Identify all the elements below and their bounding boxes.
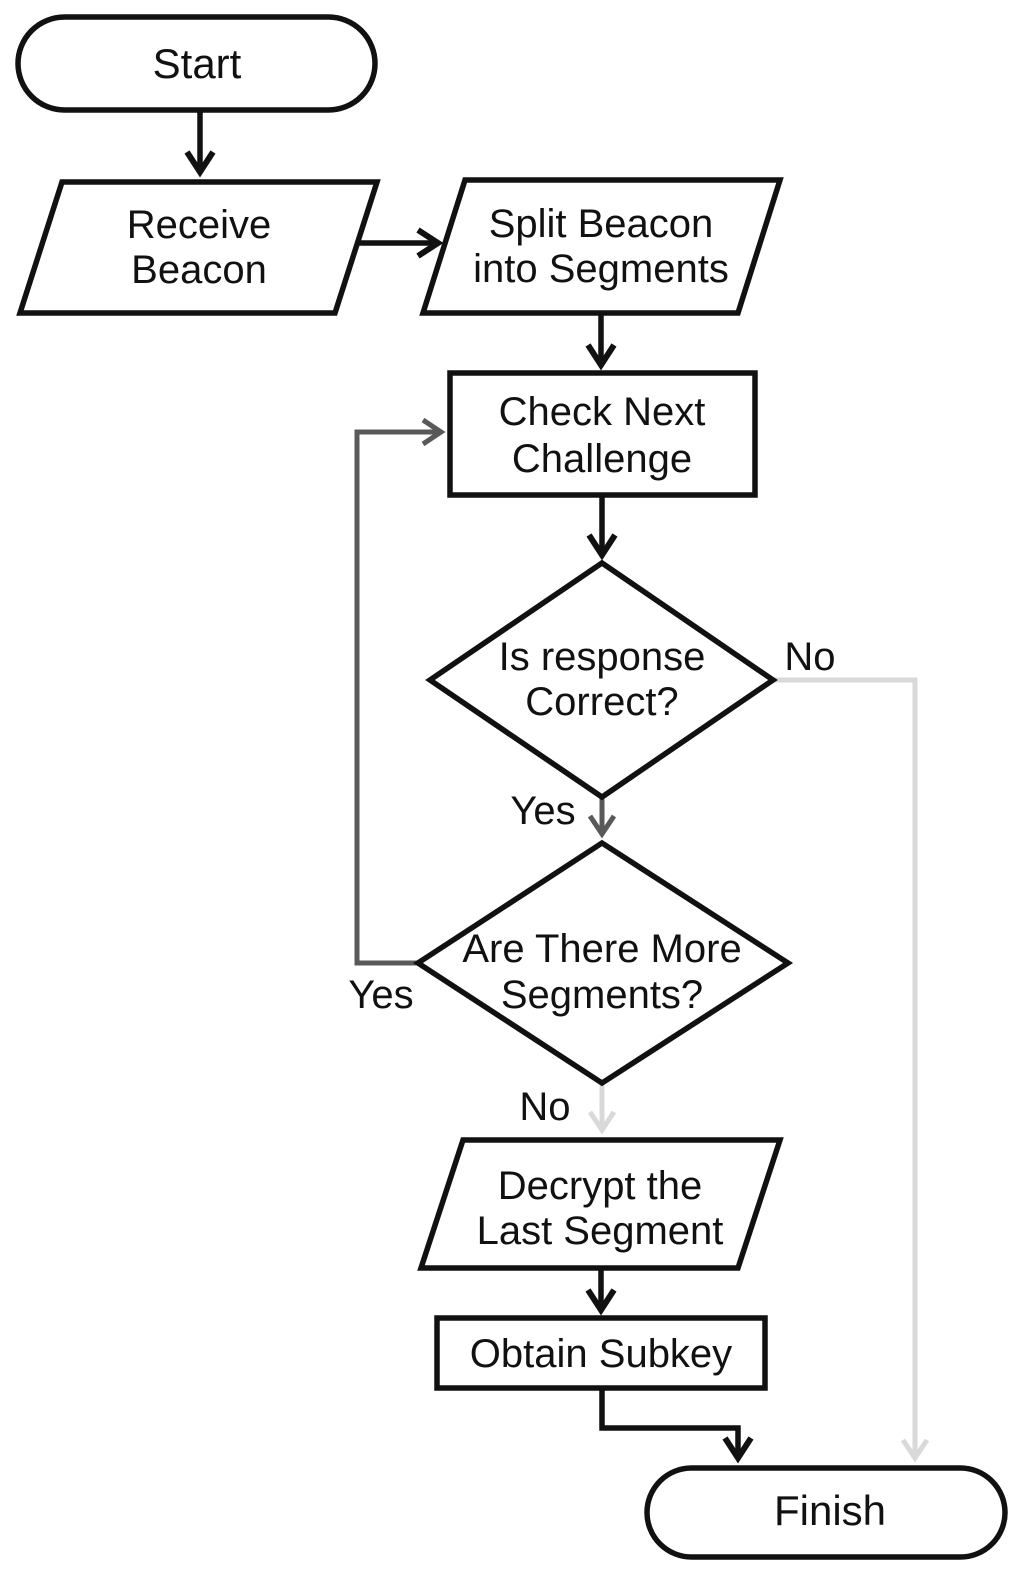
split-beacon-parallelogram xyxy=(419,177,784,316)
node-finish: Finish xyxy=(644,1465,1008,1560)
edge-label-correct-yes: Yes xyxy=(510,789,575,833)
are-there-more-segments-diamond xyxy=(412,839,794,1087)
decrypt-last-segment-parallelogram xyxy=(417,1137,784,1271)
is-response-correct-label-line2: Correct? xyxy=(525,680,678,724)
split-beacon-label-line1: Split Beacon xyxy=(489,202,714,246)
start-label: Start xyxy=(153,40,242,87)
check-next-challenge-label-line2: Challenge xyxy=(512,437,692,481)
edge-label-correct-no: No xyxy=(784,635,835,679)
edge-correct-no-to-finish xyxy=(773,677,930,1463)
receive-beacon-label-line2: Beacon xyxy=(131,248,267,292)
are-there-more-segments-label-line2: Segments? xyxy=(501,973,703,1017)
obtain-subkey-rect xyxy=(434,1315,768,1391)
node-obtain-subkey: Obtain Subkey xyxy=(434,1315,768,1391)
node-is-response-correct: Is response Correct? xyxy=(425,559,778,801)
obtain-subkey-label: Obtain Subkey xyxy=(470,1332,732,1376)
node-split-beacon: Split Beacon into Segments xyxy=(419,177,784,316)
decrypt-last-segment-label-line1: Decrypt the xyxy=(498,1164,703,1208)
are-there-more-segments-label-line1: Are There More xyxy=(462,927,741,971)
node-are-there-more-segments: Are There More Segments? xyxy=(412,839,794,1087)
edge-more-yes-loop-to-check xyxy=(354,417,446,966)
check-next-challenge-label-line1: Check Next xyxy=(499,390,706,434)
edge-labels: No Yes Yes No xyxy=(348,635,835,1129)
node-start: Start xyxy=(15,14,378,113)
decrypt-last-segment-label-line2: Last Segment xyxy=(477,1209,724,1253)
edge-label-more-no: No xyxy=(519,1085,570,1129)
split-beacon-label-line2: into Segments xyxy=(473,247,729,291)
node-check-next-challenge: Check Next Challenge xyxy=(447,370,758,498)
edge-obtain-to-finish xyxy=(599,1388,754,1464)
node-decrypt-last-segment: Decrypt the Last Segment xyxy=(417,1137,784,1271)
is-response-correct-label-line1: Is response xyxy=(499,635,706,679)
start-terminator-shape xyxy=(15,14,378,113)
finish-label: Finish xyxy=(774,1487,886,1534)
edge-label-more-yes: Yes xyxy=(348,973,413,1017)
receive-beacon-label-line1: Receive xyxy=(127,203,272,247)
node-receive-beacon: Receive Beacon xyxy=(16,179,381,316)
check-next-challenge-rect xyxy=(447,370,758,498)
is-response-correct-diamond xyxy=(425,559,778,801)
finish-terminator-shape xyxy=(644,1465,1008,1560)
receive-beacon-parallelogram xyxy=(16,179,381,316)
edges xyxy=(184,110,930,1464)
